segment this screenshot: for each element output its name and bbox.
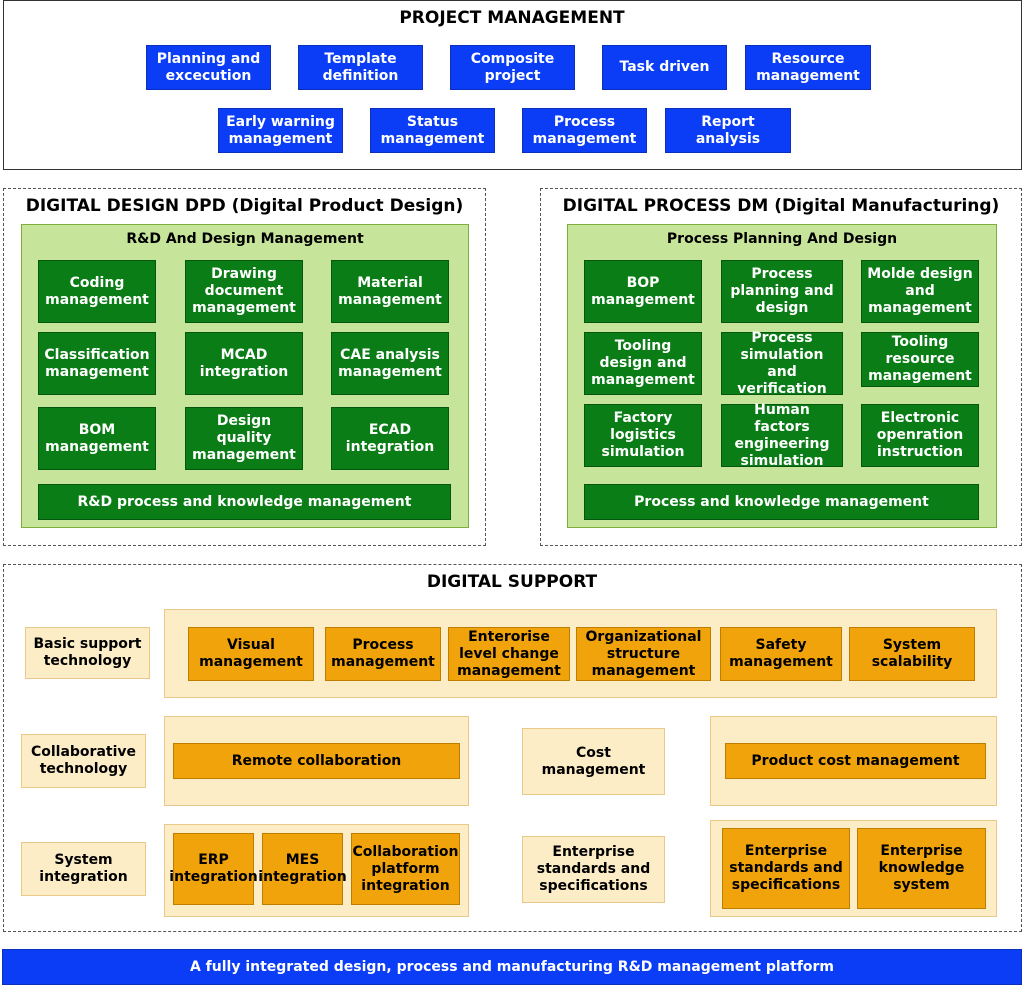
enterprise-standards-label: Enterprise standards and specifications [522, 836, 665, 903]
ds-erp-integration: ERP integration [169, 833, 258, 905]
ds-enterprise-change: Enterorise level change management [448, 627, 570, 681]
dd-bom-management: BOM management [38, 407, 156, 470]
dd-mcad-integration: MCAD integration [185, 332, 303, 395]
system-integration-label: System integration [21, 842, 146, 896]
basic-support-label: Basic support technology [25, 627, 150, 679]
ds-process-management: Process management [325, 627, 441, 681]
pm-status-management: Status management [370, 108, 495, 153]
ds-visual-management: Visual management [188, 627, 314, 681]
pm-process-management: Process management [522, 108, 647, 153]
digital-process-section [540, 188, 1022, 546]
ds-enterprise-standards: Enterprise standards and specifications [722, 828, 850, 909]
digital-design-title: DIGITAL DESIGN DPD (Digital Product Desi… [25, 196, 464, 216]
rd-design-panel-title: R&D And Design Management [126, 231, 364, 247]
dd-rd-knowledge: R&D process and knowledge management [38, 484, 451, 520]
dp-human-factors: Human factors engineering simulation [721, 402, 843, 469]
ds-system-scalability: System scalability [849, 627, 975, 681]
collaborative-label: Collaborative technology [21, 734, 146, 788]
ds-safety-management: Safety management [720, 627, 842, 681]
dd-drawing-document: Drawing document management [185, 260, 303, 323]
dd-cae-analysis: CAE analysis management [331, 332, 449, 395]
pm-report-analysis: Report analysis [665, 108, 791, 153]
dd-design-quality: Design quality management [185, 407, 303, 470]
pm-composite-project: Composite project [450, 45, 575, 90]
process-planning-panel-title: Process Planning And Design [666, 231, 898, 247]
digital-support-section [3, 564, 1022, 932]
ds-collab-platform: Collaboration platform integration [351, 833, 460, 905]
dp-factory-logistics: Factory logistics simulation [584, 404, 702, 467]
project-management-section [3, 0, 1022, 170]
pm-template-definition: Template definition [298, 45, 423, 90]
project-management-title: PROJECT MANAGEMENT [399, 8, 625, 28]
ds-mes-integration: MES integration [258, 833, 347, 905]
ds-enterprise-knowledge: Enterprise knowledge system [857, 828, 986, 909]
dp-process-simulation: Process simulation and verification [721, 330, 843, 397]
ds-org-structure: Organizational structure management [576, 627, 711, 681]
cost-management-label: Cost management [522, 728, 665, 795]
digital-process-title: DIGITAL PROCESS DM (Digital Manufacturin… [562, 196, 1000, 216]
dp-process-knowledge: Process and knowledge management [584, 484, 979, 520]
dd-ecad-integration: ECAD integration [331, 407, 449, 470]
dd-material-management: Material management [331, 260, 449, 323]
pm-task-driven: Task driven [602, 45, 727, 90]
dp-electronic-instruction: Electronic openration instruction [861, 404, 979, 467]
ds-product-cost: Product cost management [725, 743, 986, 779]
dp-bop-management: BOP management [584, 260, 702, 323]
pm-early-warning: Early warning management [218, 108, 343, 153]
digital-design-section [3, 188, 486, 546]
dp-process-planning: Process planning and design [721, 260, 843, 323]
dp-tooling-resource: Tooling resource management [861, 332, 979, 387]
pm-planning-execution: Planning and excecution [146, 45, 271, 90]
platform-banner: A fully integrated design, process and m… [2, 949, 1022, 985]
ds-remote-collaboration: Remote collaboration [173, 743, 460, 779]
pm-resource-management: Resource management [745, 45, 871, 90]
digital-support-title: DIGITAL SUPPORT [426, 572, 598, 592]
dd-classification: Classification management [38, 332, 156, 395]
dp-tooling-design: Tooling design and management [584, 332, 702, 395]
dd-coding-management: Coding management [38, 260, 156, 323]
dp-molde-design: Molde design and management [861, 260, 979, 323]
